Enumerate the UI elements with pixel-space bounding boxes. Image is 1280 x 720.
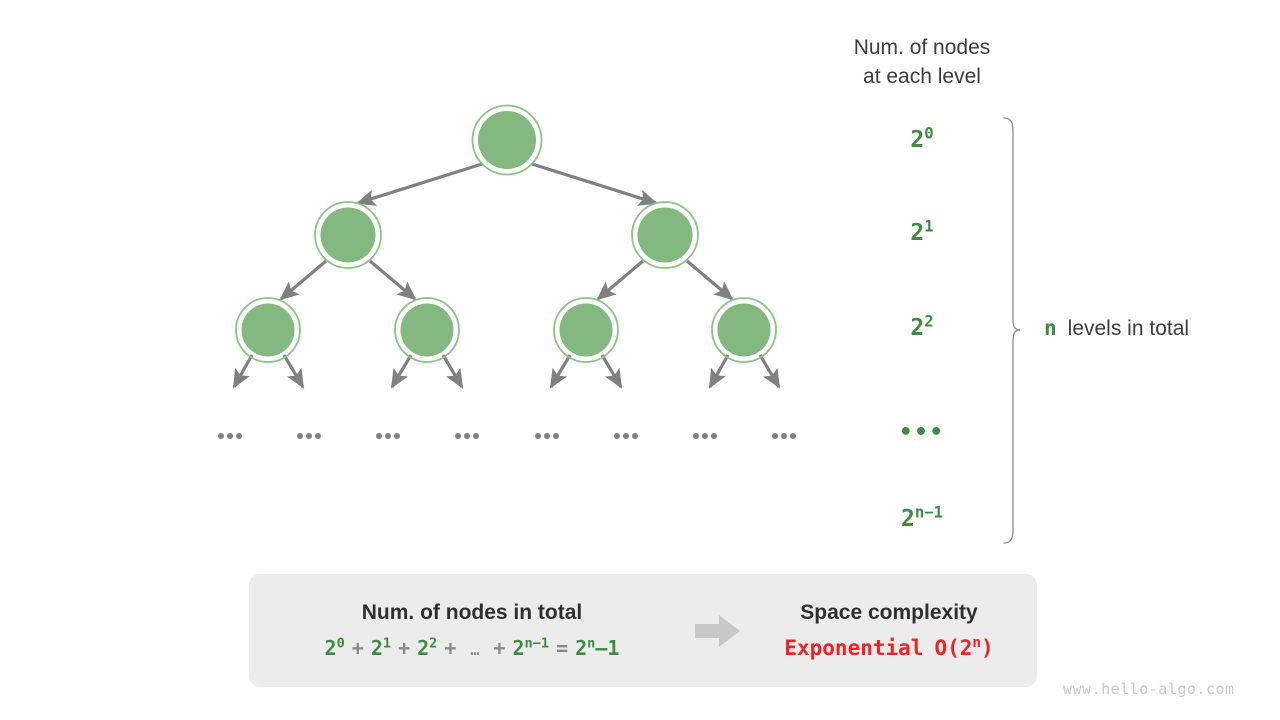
total-levels-symbol: n (1044, 316, 1057, 340)
level-2-base: 2 (910, 315, 925, 341)
summary-left-column: Num. of nodes in total 20 + 21 + 22 + … … (257, 601, 687, 660)
level-n-exponent: n−1 (914, 502, 944, 522)
formula-term-1: 21 (370, 635, 392, 660)
watermark: www.hello-algo.com (1063, 680, 1235, 698)
edge-l2c-left (549, 354, 572, 389)
summary-arrow (687, 614, 749, 648)
edge-l2d-left (708, 354, 730, 389)
levels-column-title: Num. of nodes at each level (853, 36, 991, 88)
total-levels-label: levels in total (1067, 317, 1190, 340)
levels-brace (1003, 117, 1021, 544)
level-1-exponent: 1 (924, 216, 934, 236)
tree-ellipsis-8 (772, 433, 796, 439)
complexity-notation: O(2n) (934, 635, 994, 660)
summary-right-title: Space complexity (800, 601, 978, 624)
tree-node-l2-1 (235, 297, 301, 363)
level-0-exponent: 0 (924, 123, 934, 143)
edge-l2d-right (758, 354, 781, 389)
formula-plus-4: + (493, 636, 506, 660)
edge-l2a-right (282, 354, 305, 389)
level-count-label-2: 22 (847, 313, 997, 341)
level-0-base: 2 (910, 127, 925, 153)
edge-root-right (531, 162, 658, 206)
tree-edges-level-2 (279, 259, 734, 301)
level-2-exponent: 2 (924, 311, 934, 331)
tree-ellipsis-1 (218, 433, 242, 439)
formula-term-2: 22 (417, 635, 438, 660)
tree-node-root (471, 104, 543, 176)
level-count-label-ellipsis: ••• (899, 420, 945, 445)
formula-plus-3: + (444, 636, 457, 660)
edge-l1b-left (596, 259, 645, 301)
summary-right-column: Space complexity Exponential O(2n) (749, 601, 1029, 660)
tree-node-l2-4 (711, 297, 777, 363)
level-count-label-0: 20 (847, 125, 997, 153)
formula-plus-1: + (351, 636, 364, 660)
formula-last-term: 2n−1 (512, 635, 550, 660)
tree-node-l1-1 (314, 201, 382, 269)
formula-equals: = (556, 636, 569, 660)
edge-l2b-left (390, 354, 413, 389)
formula-ellipsis: … (470, 641, 480, 659)
node-count-formula: 20 + 21 + 22 + … + 2n−1 = 2n–1 (325, 636, 620, 660)
edge-l2b-right (441, 354, 464, 389)
tree-ellipsis-5 (535, 433, 559, 439)
edge-root-left (356, 162, 483, 206)
edge-l1a-right (368, 259, 417, 301)
total-levels-annotation: n levels in total (1044, 316, 1189, 341)
tree-ellipsis-4 (455, 433, 479, 439)
formula-term-0: 20 (324, 635, 345, 660)
tree-ellipsis-row (218, 433, 796, 439)
tree-ellipsis-3 (376, 433, 400, 439)
tree-edges-level-3 (232, 354, 781, 389)
tree-ellipsis-2 (297, 433, 321, 439)
tree-node-l2-2 (394, 297, 460, 363)
formula-plus-2: + (398, 636, 411, 660)
edge-l1a-left (279, 259, 328, 301)
summary-content: Num. of nodes in total 20 + 21 + 22 + … … (249, 574, 1037, 687)
level-count-label-n: 2n−1 (847, 504, 997, 532)
summary-left-title: Num. of nodes in total (361, 601, 583, 624)
edge-l1b-right (685, 259, 734, 301)
complexity-result: Exponential O(2n) (784, 636, 993, 660)
tree-nodes (235, 104, 777, 363)
right-arrow-icon (695, 614, 740, 647)
level-1-base: 2 (910, 220, 925, 246)
edge-l2c-right (600, 354, 623, 389)
formula-result: 2n–1 (575, 635, 620, 660)
complexity-name: Exponential (784, 636, 924, 660)
level-count-label-1: 21 (847, 218, 997, 246)
tree-node-l2-3 (553, 297, 619, 363)
level-n-base: 2 (900, 506, 915, 532)
tree-ellipsis-7 (693, 433, 717, 439)
summary-panel: Num. of nodes in total 20 + 21 + 22 + … … (249, 574, 1037, 687)
tree-node-l1-2 (631, 201, 699, 269)
tree-ellipsis-6 (614, 433, 638, 439)
edge-l2a-left (232, 354, 254, 389)
tree-edges-level-1 (356, 162, 658, 206)
